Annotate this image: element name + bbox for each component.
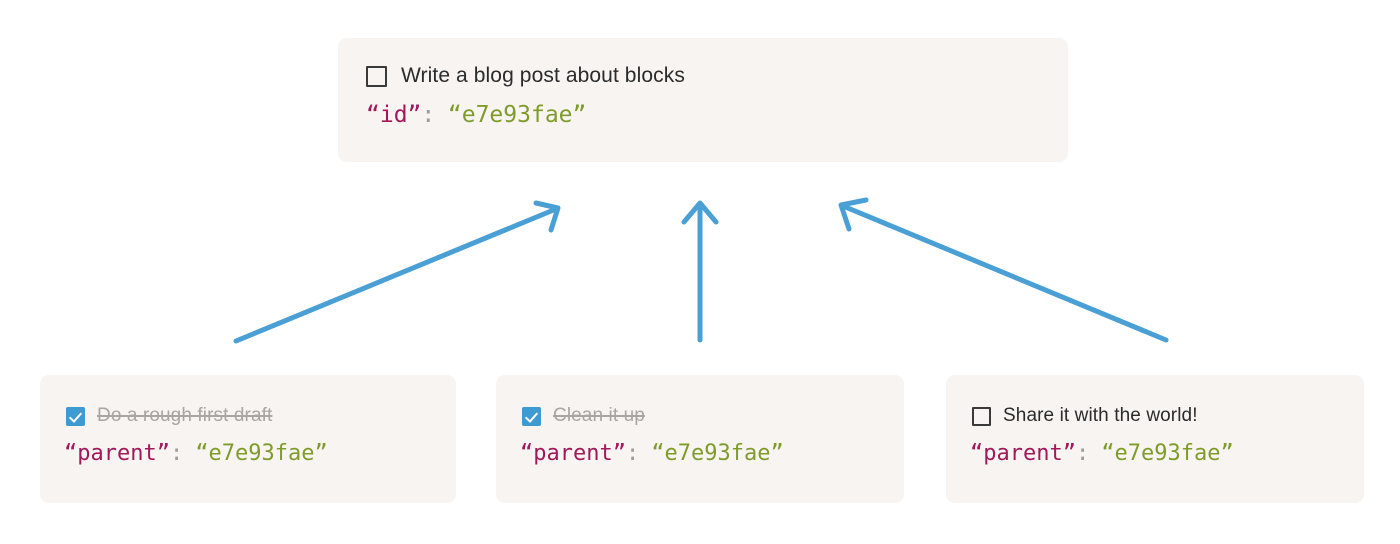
checkbox-checked-icon[interactable] [522,406,541,426]
child-todo-row[interactable]: Do a rough first draft [66,405,272,427]
parent-todo-label: Write a blog post about blocks [401,64,685,87]
child-code-colon: : [625,441,640,466]
child-code-value: “e7e93fae” [1101,441,1234,466]
parent-code-value: “e7e93fae” [447,102,587,128]
child-code-line: “parent”: “e7e93fae” [970,441,1234,466]
child-todo-label: Share it with the world! [1003,405,1198,426]
child-todo-label: Do a rough first draft [97,405,273,426]
arrow-child-2-to-parent [838,197,1169,343]
child-block-card[interactable]: Clean it up “parent”: “e7e93fae” [496,375,904,503]
child-code-key: “parent” [520,441,626,466]
parent-todo-row[interactable]: Write a blog post about blocks [366,64,685,88]
checkbox-unchecked-icon[interactable] [366,65,387,87]
parent-code-key: “id” [366,102,422,128]
child-todo-label: Clean it up [553,405,645,426]
child-block-card[interactable]: Do a rough first draft “parent”: “e7e93fa… [40,375,456,503]
child-code-key: “parent” [64,441,170,466]
child-block-card[interactable]: Share it with the world! “parent”: “e7e93… [946,375,1364,503]
checkbox-unchecked-icon[interactable] [972,406,991,426]
arrow-child-1-to-parent [681,200,719,343]
child-code-colon: : [1075,441,1090,466]
child-code-line: “parent”: “e7e93fae” [64,441,328,466]
child-todo-row[interactable]: Share it with the world! [972,405,1198,427]
parent-code-line: “id”: “e7e93fae” [366,102,586,128]
checkbox-checked-icon[interactable] [66,406,85,426]
child-code-value: “e7e93fae” [651,441,784,466]
parent-code-colon: : [421,102,436,128]
child-code-key: “parent” [970,441,1076,466]
child-todo-row[interactable]: Clean it up [522,405,645,427]
child-code-value: “e7e93fae” [195,441,328,466]
parent-block-card[interactable]: Write a blog post about blocks “id”: “e7e… [338,38,1068,162]
child-code-line: “parent”: “e7e93fae” [520,441,784,466]
child-code-colon: : [169,441,184,466]
arrow-child-0-to-parent [233,200,561,344]
